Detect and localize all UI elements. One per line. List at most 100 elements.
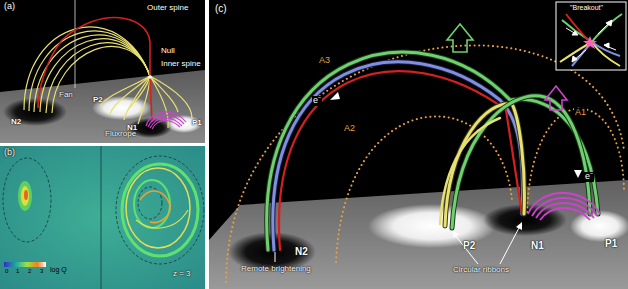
part-label: Fan [58,91,74,100]
drawing-part [226,45,624,282]
inset-title: "Breakout" [569,4,604,12]
colorbar-tick: 1 [15,268,20,275]
drawing-part [126,168,190,248]
drawing-part [454,234,478,264]
drawing-part [122,164,198,256]
drawing-part [150,76,192,118]
drawing-part [18,181,32,211]
drawing-part [592,42,620,56]
drawing-part [226,45,624,282]
drawing-part [545,86,567,110]
drawing-part [46,43,150,113]
drawing-part [4,262,46,267]
height-label: z = 3 [172,270,192,279]
drawing-part [273,62,523,250]
arcade-label: A2 [343,124,356,134]
drawing-part [134,180,170,228]
colorbar-tick: 3 [39,268,44,275]
drawing-part [516,222,522,230]
part-label: Null [160,47,176,56]
drawing-part [3,158,51,242]
part-label: Inner spine [160,60,202,69]
drawing-part [566,20,616,62]
arcade-label: A3 [318,56,331,66]
polarity-label: P2 [462,240,476,251]
drawing-part [368,204,496,248]
drawing-part [38,18,150,108]
panel-letter: (c) [214,3,228,14]
panel-b [0,146,205,289]
drawing-part [330,92,340,100]
drawing-part [574,170,582,178]
drawing-part [136,210,188,228]
drawing-part [447,24,473,52]
electron-label: e⁻ [584,172,594,182]
drawing-part [52,46,150,113]
electron-label: e⁻ [312,96,322,106]
drawing-part [540,208,590,220]
drawing-part [279,71,522,250]
annotation-text: Remote brightening [240,265,312,274]
drawing-part [267,52,598,250]
drawing-part [110,76,150,114]
drawing-part [267,52,598,250]
colorbar-tick: 2 [27,268,32,275]
polarity-label: N2 [10,118,22,127]
drawing-part [101,146,102,289]
drawing-part [452,231,459,238]
drawing-part [556,2,626,70]
drawing-part [148,75,152,79]
drawing-part [532,198,597,216]
part-label: Fluxrope [104,130,137,139]
panel-a [0,0,205,143]
drawing-part [146,112,186,129]
drawing-part [140,191,170,223]
drawing-part [583,36,597,49]
drawing-part [560,14,622,66]
drawing-part [500,226,520,264]
drawing-part [75,0,76,88]
drawing-part [0,146,205,289]
polarity-label: P1 [604,238,618,249]
drawing-part [566,14,590,42]
drawing-part [0,70,205,143]
drawing-part [34,35,150,112]
drawing-part [150,118,182,128]
drawing-part [152,120,180,129]
drawing-part [606,20,612,26]
drawing-part [21,186,29,206]
drawing-part [24,27,150,110]
polarity-label: P1 [191,119,203,128]
polarity-label: N1 [530,240,545,251]
drawing-part [336,116,512,262]
drawing-part [275,252,276,262]
drawing-part [572,31,578,35]
drawing-part [445,104,524,226]
drawing-part [452,96,590,228]
drawing-part [116,156,204,264]
panel-letter: (b) [3,148,16,158]
drawing-part [150,76,178,112]
colorbar-tick: 0 [4,268,9,275]
drawing-part [0,0,205,143]
drawing-part [273,62,523,250]
annotation-text: Circular ribbons [452,266,510,275]
drawing-part [209,0,628,289]
drawing-part [150,78,152,122]
panel-c [209,0,628,289]
drawing-part [604,43,609,48]
polarity-label: N2 [294,246,309,257]
drawing-part [562,14,622,42]
drawing-part [138,76,150,124]
panel-letter: (a) [3,2,16,12]
drawing-part [128,76,150,110]
drawing-part [452,96,590,228]
drawing-part [445,104,524,226]
drawing-part [528,193,600,220]
drawing-part [24,190,28,200]
drawing-part [267,52,598,250]
colorbar-title: log Q [49,266,68,274]
drawing-part [24,27,192,128]
drawing-part [527,109,624,212]
